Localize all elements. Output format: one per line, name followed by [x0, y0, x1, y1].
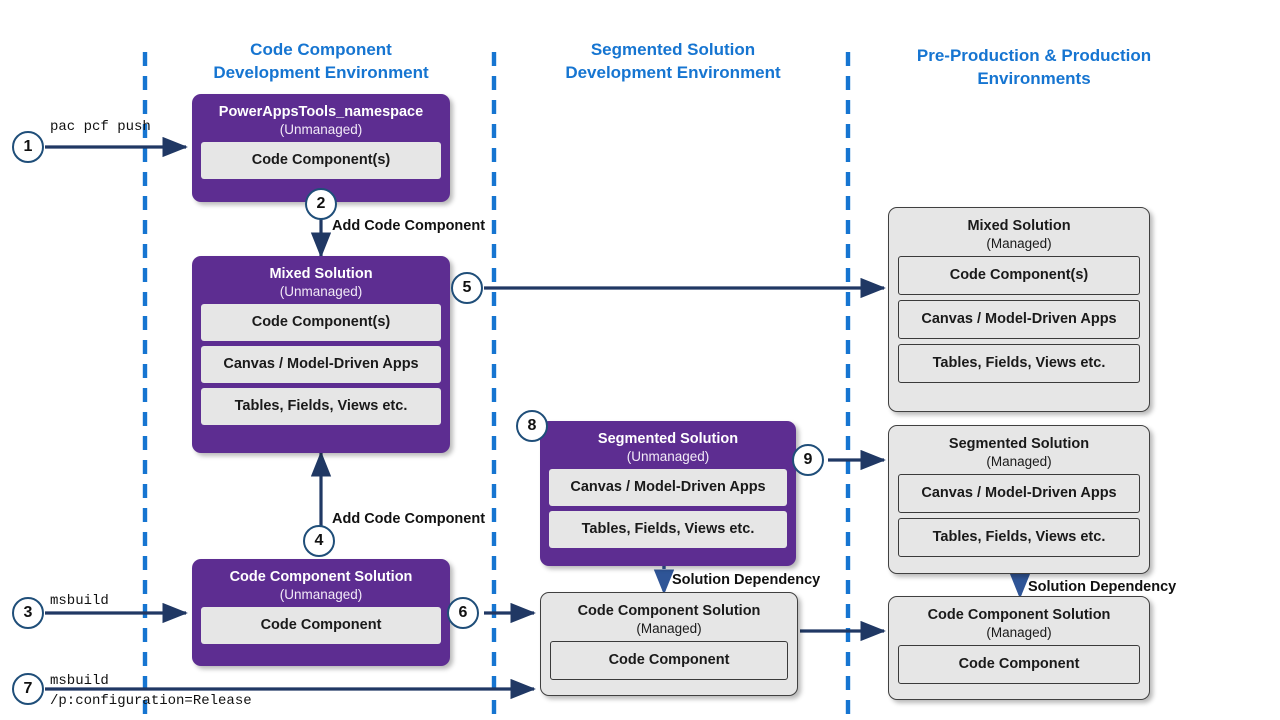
column-header-code-component: Code Component Development Environment [186, 39, 456, 84]
label-add-code-component-bottom: Add Code Component [332, 511, 486, 527]
step-marker-5[interactable]: 5 [451, 272, 483, 304]
box-rows: Code Component [192, 603, 450, 653]
box-title-text: Segmented Solution [948, 436, 1090, 452]
box-row[interactable]: Code Component(s) [201, 304, 441, 341]
step-marker-7[interactable]: 7 [12, 673, 44, 705]
box-title: Segmented Solution (Managed) [889, 426, 1149, 470]
box-rows: Canvas / Model-Driven Apps Tables, Field… [889, 470, 1149, 566]
box-subtitle: (Managed) [636, 621, 702, 636]
column-header-line2: Development Environment [565, 62, 781, 82]
box-code-component-solution-managed-dev[interactable]: Code Component Solution (Managed) Code C… [540, 592, 798, 696]
box-title-text: Mixed Solution [967, 218, 1071, 234]
box-title-text: Segmented Solution [597, 431, 739, 447]
step-marker-6[interactable]: 6 [447, 597, 479, 629]
box-segmented-solution-managed[interactable]: Segmented Solution (Managed) Canvas / Mo… [888, 425, 1150, 574]
box-rows: Canvas / Model-Driven Apps Tables, Field… [540, 465, 796, 557]
box-row[interactable]: Code Component [550, 641, 788, 680]
box-row[interactable]: Tables, Fields, Views etc. [201, 388, 441, 425]
box-subtitle: (Managed) [986, 625, 1052, 640]
column-header-line1: Code Component [250, 40, 392, 59]
box-row[interactable]: Canvas / Model-Driven Apps [201, 346, 441, 383]
step-marker-4[interactable]: 4 [303, 525, 335, 557]
column-header-segmented: Segmented Solution Development Environme… [538, 39, 808, 84]
box-title: Code Component Solution (Managed) [541, 593, 797, 637]
box-title: Code Component Solution (Managed) [889, 597, 1149, 641]
box-row[interactable]: Code Component(s) [201, 142, 441, 179]
box-subtitle: (Unmanaged) [279, 284, 363, 299]
column-header-line1: Pre-Production & Production [916, 46, 1152, 65]
box-rows: Code Component(s) Canvas / Model-Driven … [889, 252, 1149, 392]
column-header-production: Pre-Production & Production Environments [884, 45, 1184, 90]
column-header-line2: Environments [977, 68, 1091, 88]
step-marker-9[interactable]: 9 [792, 444, 824, 476]
box-rows: Code Component [541, 637, 797, 689]
column-header-line2: Development Environment [213, 62, 429, 82]
box-subtitle: (Managed) [986, 454, 1052, 469]
box-title-text: Code Component Solution [577, 603, 761, 619]
box-title: Code Component Solution (Unmanaged) [192, 559, 450, 603]
box-code-component-solution-managed-prod[interactable]: Code Component Solution (Managed) Code C… [888, 596, 1150, 700]
box-title-text: PowerAppsTools_namespace [218, 104, 424, 120]
box-title: PowerAppsTools_namespace (Unmanaged) [192, 94, 450, 138]
box-row[interactable]: Tables, Fields, Views etc. [898, 518, 1140, 557]
box-title-text: Code Component Solution [927, 607, 1111, 623]
box-code-component-solution-unmanaged[interactable]: Code Component Solution (Unmanaged) Code… [192, 559, 450, 666]
label-add-code-component-top: Add Code Component [332, 218, 486, 234]
box-mixed-solution-unmanaged[interactable]: Mixed Solution (Unmanaged) Code Componen… [192, 256, 450, 453]
box-title-text: Code Component Solution [229, 569, 413, 585]
step-marker-3[interactable]: 3 [12, 597, 44, 629]
label-solution-dependency-prod: Solution Dependency [1028, 579, 1177, 595]
step-marker-8[interactable]: 8 [516, 410, 548, 442]
label-pac-pcf-push: pac pcf push [50, 119, 151, 135]
box-title-text: Mixed Solution [269, 266, 373, 282]
label-msbuild-release-line1: msbuild [50, 673, 109, 689]
box-title: Mixed Solution (Unmanaged) [192, 256, 450, 300]
step-marker-2[interactable]: 2 [305, 188, 337, 220]
box-rows: Code Component(s) [192, 138, 450, 188]
label-msbuild: msbuild [50, 593, 109, 609]
box-title: Segmented Solution (Unmanaged) [540, 421, 796, 465]
step-marker-1[interactable]: 1 [12, 131, 44, 163]
box-mixed-solution-managed[interactable]: Mixed Solution (Managed) Code Component(… [888, 207, 1150, 412]
box-row[interactable]: Tables, Fields, Views etc. [898, 344, 1140, 383]
box-subtitle: (Unmanaged) [279, 587, 363, 602]
box-subtitle: (Managed) [986, 236, 1052, 251]
box-rows: Code Component [889, 641, 1149, 693]
box-row[interactable]: Canvas / Model-Driven Apps [898, 474, 1140, 513]
box-row[interactable]: Code Component [898, 645, 1140, 684]
label-msbuild-release-line2: /p:configuration=Release [50, 693, 252, 709]
box-row[interactable]: Tables, Fields, Views etc. [549, 511, 787, 548]
box-segmented-solution-unmanaged[interactable]: Segmented Solution (Unmanaged) Canvas / … [540, 421, 796, 566]
box-row[interactable]: Code Component(s) [898, 256, 1140, 295]
label-solution-dependency-dev: Solution Dependency [672, 572, 821, 588]
box-row[interactable]: Canvas / Model-Driven Apps [549, 469, 787, 506]
column-header-line1: Segmented Solution [590, 40, 756, 59]
box-title: Mixed Solution (Managed) [889, 208, 1149, 252]
box-row[interactable]: Code Component [201, 607, 441, 644]
box-row[interactable]: Canvas / Model-Driven Apps [898, 300, 1140, 339]
box-rows: Code Component(s) Canvas / Model-Driven … [192, 300, 450, 434]
box-subtitle: (Unmanaged) [626, 449, 710, 464]
box-subtitle: (Unmanaged) [279, 122, 363, 137]
box-powerappstools-namespace[interactable]: PowerAppsTools_namespace (Unmanaged) Cod… [192, 94, 450, 202]
